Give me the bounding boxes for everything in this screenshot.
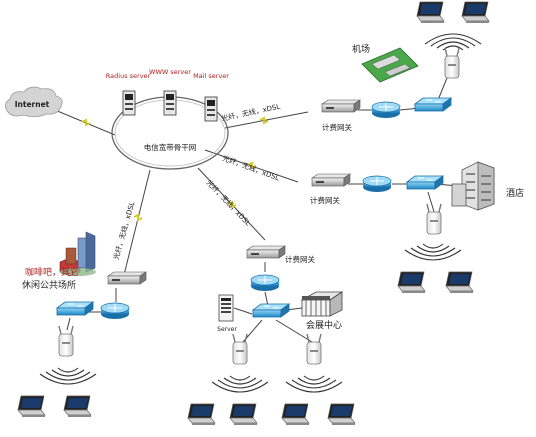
link-label-airport: 光纤，无线，xDSL: [221, 102, 282, 123]
link-label-hotel: 光纤，无线，xDSL: [221, 153, 280, 182]
link-bolt-icon: [81, 119, 91, 126]
billing-gateway-icon: [246, 245, 286, 259]
server-label: Server: [217, 326, 237, 333]
cafe-label-line1: 咖啡吧，其它: [25, 266, 79, 278]
links: [54, 77, 459, 343]
laptop-icon: [461, 1, 490, 24]
laptop-icon: [397, 271, 426, 294]
router-icon: [250, 274, 280, 292]
cafe-building-icon: [59, 231, 96, 277]
wireless-signal-icon: [39, 367, 97, 385]
cafe-label-line2: 休闲公共场所: [22, 279, 76, 291]
billing-gateway-icon: [311, 173, 351, 187]
link-bolt-icon: [133, 214, 143, 221]
laptop-icon: [445, 271, 474, 294]
laptop-icon: [229, 403, 258, 426]
link-label-cafe: 光纤，无线，xDSL: [111, 200, 136, 260]
airport-icon: [361, 47, 419, 83]
airport-label: 机场: [352, 43, 370, 55]
mail-server-label: Mail server: [193, 72, 229, 80]
backbone-label: 电信宽带骨干网: [144, 142, 197, 152]
www-server-label: WWW server: [149, 68, 191, 76]
server-icon: [218, 294, 234, 322]
switch-icon: [414, 97, 452, 112]
gateway-label-expo: 计费网关: [285, 254, 315, 264]
wireless-signal-icon: [424, 33, 482, 51]
wireless-signal-icon: [211, 375, 269, 393]
billing-gateway-icon: [107, 271, 147, 285]
internet-label: Internet: [15, 100, 50, 109]
switch-icon: [56, 301, 94, 316]
laptop-icon: [17, 395, 46, 418]
laptop-icon: [416, 1, 445, 24]
hotel-building-icon: [451, 161, 495, 211]
gateway-label-hotel: 计费网关: [310, 195, 340, 205]
laptop-icon: [327, 403, 356, 426]
laptop-icon: [281, 403, 310, 426]
router-icon: [362, 175, 392, 193]
access-point-icon: [306, 333, 322, 365]
laptop-icon: [187, 403, 216, 426]
access-point-icon: [58, 325, 74, 357]
router-icon: [100, 302, 130, 320]
mail-server: Mail server: [193, 72, 229, 122]
link-bolt-icon: [259, 117, 269, 124]
access-point-icon: [232, 333, 248, 365]
internet-cloud-icon: [5, 86, 63, 118]
link-label-expo: 光纤，无线，xDSL: [205, 178, 253, 227]
hotel-label: 酒店: [506, 187, 524, 199]
access-point-icon: [444, 47, 460, 79]
switch-icon: [252, 303, 290, 318]
access-point-icon: [426, 203, 442, 235]
gateway-label-airport: 计费网关: [322, 122, 352, 132]
wireless-signal-icon: [285, 375, 343, 393]
expo-label: 会展中心: [306, 319, 342, 331]
laptop-icon: [63, 395, 92, 418]
wireless-signal-icon: [404, 243, 462, 261]
expo-center-icon: [300, 291, 344, 317]
www-server: WWW server: [149, 68, 191, 116]
radius-server: Radius server: [106, 72, 151, 116]
radius-server-label: Radius server: [106, 72, 151, 80]
billing-gateway-icon: [321, 99, 361, 113]
switch-icon: [406, 175, 444, 190]
router-icon: [371, 101, 401, 119]
